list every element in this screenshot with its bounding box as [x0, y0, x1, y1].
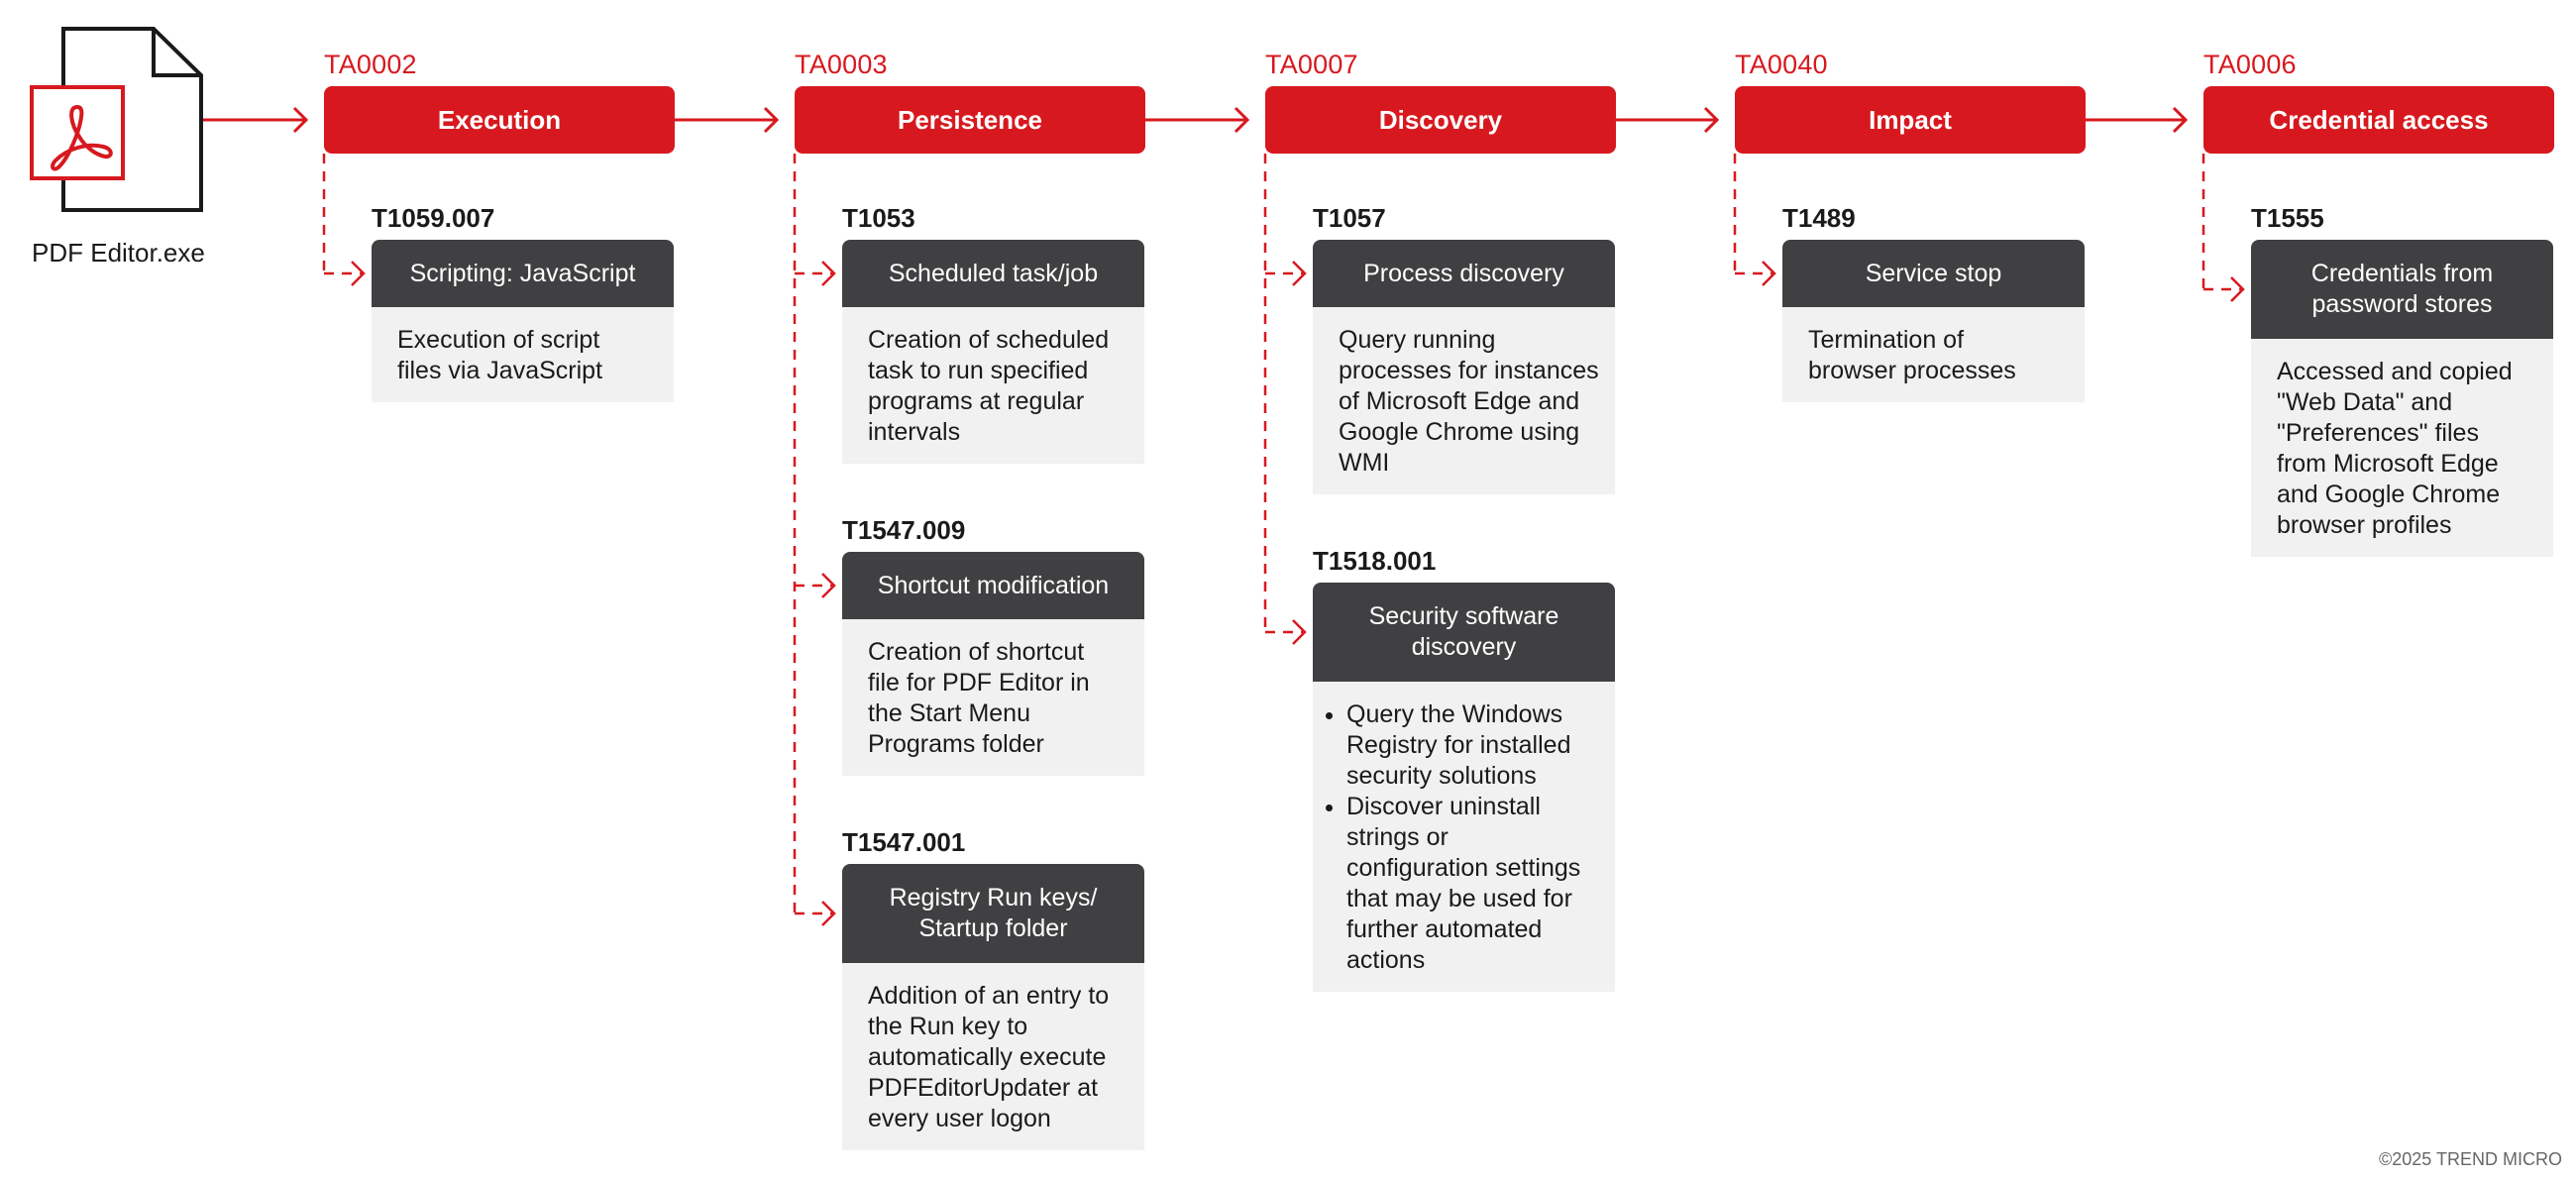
copyright-footer: ©2025 TREND MICRO	[2379, 1149, 2562, 1169]
technique-name: Process discovery	[1313, 240, 1615, 307]
technique-id: T1489	[1782, 203, 1856, 233]
tactic-execution: Execution	[324, 86, 675, 154]
tactic-id-ta0003: TA0003	[795, 50, 888, 79]
tactic-id-ta0007: TA0007	[1265, 50, 1358, 79]
technique-description: Execution of script files via JavaScript	[372, 307, 674, 402]
technique-description: Addition of an entry to the Run key to a…	[842, 963, 1144, 1150]
tactic-persistence: Persistence	[795, 86, 1145, 154]
technique-bullet: Query the Windows Registry for installed…	[1346, 699, 1603, 792]
tactic-discovery: Discovery	[1265, 86, 1616, 154]
technique-name: Scheduled task/job	[842, 240, 1144, 307]
tactic-id-ta0002: TA0002	[324, 50, 417, 79]
technique-name: Registry Run keys/ Startup folder	[842, 864, 1144, 963]
pdf-file-icon	[28, 26, 206, 214]
technique-description: Query the Windows Registry for installed…	[1313, 682, 1615, 992]
technique-id: T1547.001	[842, 827, 966, 857]
technique-name: Security software discovery	[1313, 583, 1615, 682]
technique-id: T1053	[842, 203, 915, 233]
technique-id: T1518.001	[1313, 546, 1437, 576]
technique-description: Accessed and copied "Web Data" and "Pref…	[2251, 339, 2553, 557]
technique-description: Creation of scheduled task to run specif…	[842, 307, 1144, 464]
technique-name: Scripting: JavaScript	[372, 240, 674, 307]
technique-description: Termination of browser processes	[1782, 307, 2085, 402]
tactic-credential-access: Credential access	[2203, 86, 2554, 154]
file-name-label: PDF Editor.exe	[32, 238, 205, 268]
technique-id: T1057	[1313, 203, 1386, 233]
tactic-id-ta0006: TA0006	[2203, 50, 2297, 79]
technique-description: Query running processes for instances of…	[1313, 307, 1615, 494]
technique-id: T1059.007	[372, 203, 495, 233]
tactic-id-ta0040: TA0040	[1735, 50, 1828, 79]
technique-id: T1547.009	[842, 515, 966, 545]
technique-description: Creation of shortcut file for PDF Editor…	[842, 619, 1144, 776]
technique-name: Credentials from password stores	[2251, 240, 2553, 339]
technique-name: Shortcut modification	[842, 552, 1144, 619]
technique-id: T1555	[2251, 203, 2324, 233]
technique-name: Service stop	[1782, 240, 2085, 307]
technique-bullet: Discover uninstall strings or configurat…	[1346, 792, 1603, 976]
tactic-impact: Impact	[1735, 86, 2086, 154]
